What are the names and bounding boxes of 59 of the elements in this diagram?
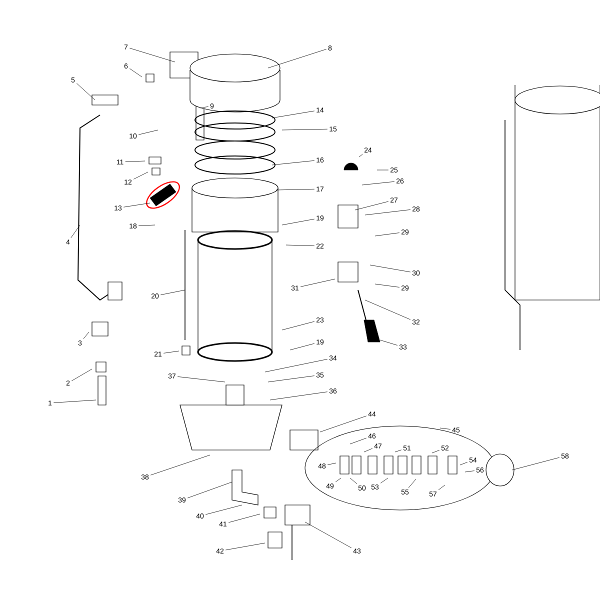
leader-line [282,321,315,330]
leader-line [438,484,446,490]
leader-line [272,160,315,166]
leader-line [125,160,146,162]
leader-line [354,201,389,210]
leader-line [187,482,232,498]
leader-line [335,478,342,482]
leader-line [282,128,328,130]
leader-line [228,514,260,523]
leader-line [350,438,367,444]
leader-line [362,181,395,186]
leader-line [205,504,242,515]
leader-line [76,83,96,100]
leader-line [432,450,440,454]
leader-line [71,368,92,382]
leader-line [380,478,388,484]
leader-line [163,350,180,354]
leader-line [83,332,90,340]
leader-line [268,48,327,68]
leader-line [133,172,148,180]
leader-line [123,202,150,208]
leader-line [320,416,367,432]
leader-line [276,188,315,190]
leader-line [364,448,373,452]
leader-line [460,462,468,466]
leader-line [200,106,209,108]
leader-line [160,290,186,296]
leader-line [138,130,158,135]
leader-line [177,376,226,382]
leader-line [440,428,451,430]
leader-line [53,400,96,403]
leader-line [270,392,328,400]
leader-line [282,218,315,226]
leader-line [264,358,328,372]
leader-line [150,454,210,476]
leader-line [129,68,142,78]
leader-line [300,278,336,287]
leader-line [304,522,352,548]
leader-line [350,478,358,484]
leader-line [394,450,402,452]
leader-line [408,478,416,488]
leader-line [286,244,315,246]
leader-line [380,340,398,346]
leader-line [268,376,315,382]
leader-line [290,343,315,350]
leader-line [512,457,560,470]
leader-line [70,224,80,238]
leader-line [364,300,411,320]
leader-line [364,209,411,216]
leader-line [374,284,400,288]
leader-line [225,542,266,550]
leader-line [370,264,411,272]
leader-line [129,48,176,62]
leader-line [464,470,475,472]
leader-line [374,232,400,236]
leader-line [272,110,315,118]
leader-line [327,462,336,465]
leader-line [138,224,156,226]
leader-line [358,154,363,158]
